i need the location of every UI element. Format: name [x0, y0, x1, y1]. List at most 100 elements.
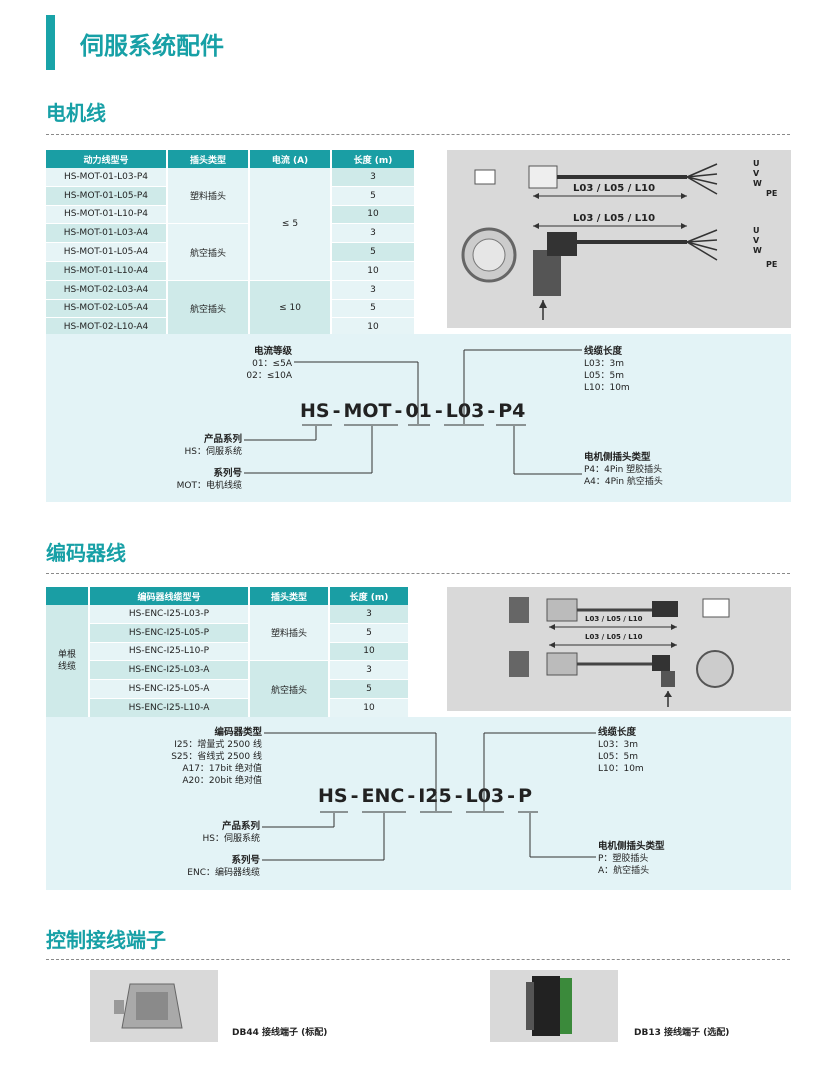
model-cell: HS-MOT-01-L10-A4	[46, 261, 168, 281]
col-header: 长度 (m)	[332, 150, 416, 168]
length-cell: 3	[332, 224, 416, 244]
encoder-type-legend: 编码器类型 I25：增量式 2500 线 S25：省线式 2500 线 A17：…	[152, 727, 262, 787]
legend-item: A20：20bit 绝对值	[182, 776, 262, 786]
legend-title: 编码器类型	[214, 727, 262, 738]
length-label: L03 / L05 / L10	[573, 183, 656, 194]
encoder-cable-drawing	[509, 597, 734, 707]
number-legend: 系列号 ENC：编码器线缆	[150, 855, 260, 879]
code-part: I25	[418, 785, 452, 807]
legend-item: A17：17bit 绝对值	[182, 764, 262, 774]
model-cell: HS-MOT-01-L10-P4	[46, 205, 168, 225]
legend-item: MOT：电机线缆	[176, 481, 242, 491]
model-cell: HS-MOT-01-L05-P4	[46, 186, 168, 206]
length-cell: 5	[332, 243, 416, 262]
legend-title: 电流等级	[253, 346, 292, 357]
section-title-terminal: 控制接线端子	[46, 928, 166, 952]
current-cell: ≤ 5	[250, 168, 332, 281]
col-header: 电流 (A)	[250, 150, 332, 168]
motor-cable-table: 动力线型号 插头类型 电流 (A) 长度 (m) HS-MOT-01-L03-P…	[46, 150, 416, 338]
number-legend: 系列号 MOT：电机线缆	[152, 468, 242, 492]
wire-label-w: W	[753, 246, 762, 255]
length-cell: 3	[332, 168, 416, 187]
motor-code-string: HS-MOT-01-L03-P4	[300, 400, 526, 422]
legend-item: HS：伺服系统	[184, 447, 242, 457]
code-part: P4	[498, 400, 526, 422]
wire-label-v: V	[753, 236, 760, 245]
code-part: HS	[300, 400, 330, 422]
section-divider	[46, 959, 790, 960]
code-part: HS	[318, 785, 348, 807]
series-legend: 产品系列 HS：伺服系统	[170, 821, 260, 845]
model-cell: HS-MOT-02-L05-A4	[46, 299, 168, 319]
length-cell: 5	[330, 680, 410, 699]
plug-cell: 航空插头	[168, 280, 250, 338]
model-cell: HS-ENC-I25-L10-A	[90, 698, 250, 718]
legend-title: 电机侧插头类型	[598, 841, 665, 852]
model-cell: HS-MOT-01-L05-A4	[46, 243, 168, 262]
model-cell: HS-MOT-01-L03-P4	[46, 168, 168, 187]
model-cell: HS-ENC-I25-L05-P	[90, 623, 250, 643]
legend-title: 线缆长度	[598, 727, 637, 738]
length-label: L03 / L05 / L10	[573, 213, 656, 224]
plug-cell: 塑料插头	[250, 605, 330, 662]
callout-lines	[262, 732, 596, 861]
legend-item: ENC：编码器线缆	[187, 868, 260, 878]
encoder-code-string: HS-ENC-I25-L03-P	[318, 785, 532, 807]
db13-connector-icon	[526, 976, 572, 1036]
db13-terminal-image	[490, 970, 618, 1042]
current-cell: ≤ 10	[250, 280, 332, 338]
wire-label-pe: PE	[766, 260, 778, 269]
legend-item: S25：省线式 2500 线	[171, 752, 262, 762]
encoder-cable-table: 编码器线缆型号 插头类型 长度 (m) 单根 线缆 HS-ENC-I25-L03…	[46, 587, 410, 718]
col-header: 编码器线缆型号	[90, 587, 250, 605]
legend-item: L03：3m	[584, 359, 624, 369]
length-cell: 5	[332, 186, 416, 206]
col-header: 插头类型	[168, 150, 250, 168]
plug-legend: 电机侧插头类型 P4：4Pin 塑胶插头 A4：4Pin 航空插头	[584, 452, 663, 488]
section-title-motor: 电机线	[46, 101, 106, 125]
length-cell: 10	[332, 205, 416, 225]
length-cell: 10	[330, 698, 410, 718]
length-cell: 5	[330, 623, 410, 643]
current-legend: 电流等级 01：≤5A 02：≤10A	[202, 346, 292, 382]
col-header: 动力线型号	[46, 150, 168, 168]
db44-connector-icon	[114, 983, 183, 1029]
model-cell: HS-ENC-I25-L10-P	[90, 642, 250, 662]
code-part: L03	[445, 400, 485, 422]
legend-item: P4：4Pin 塑胶插头	[584, 465, 663, 475]
length-cell: 3	[332, 280, 416, 300]
length-label: L03 / L05 / L10	[585, 633, 643, 641]
legend-title: 系列号	[231, 855, 260, 866]
wire-label-pe: PE	[766, 189, 778, 198]
model-cell: HS-ENC-I25-L03-A	[90, 661, 250, 681]
legend-item: A：航空插头	[598, 866, 650, 876]
series-legend: 产品系列 HS：伺服系统	[152, 434, 242, 458]
wire-label-w: W	[753, 179, 762, 188]
legend-item: A4：4Pin 航空插头	[584, 477, 663, 487]
legend-item: L05：5m	[598, 752, 638, 762]
legend-item: L03：3m	[598, 740, 638, 750]
plug-cell: 航空插头	[168, 224, 250, 281]
col-header	[46, 587, 90, 605]
db44-terminal-image	[90, 970, 218, 1042]
cable-type-cell: 单根 线缆	[46, 605, 90, 718]
motor-cable-diagram: L03 / L05 / L10 L03 / L05 / L10 U V W PE…	[447, 150, 791, 328]
legend-item: 02：≤10A	[246, 371, 292, 381]
length-cell: 5	[332, 299, 416, 319]
page-title: 伺服系统配件	[80, 32, 224, 60]
code-part: L03	[465, 785, 505, 807]
legend-item: L05：5m	[584, 371, 624, 381]
section-title-encoder: 编码器线	[46, 541, 126, 565]
col-header: 长度 (m)	[330, 587, 410, 605]
legend-item: 01：≤5A	[252, 359, 292, 369]
model-cell: HS-ENC-I25-L05-A	[90, 680, 250, 699]
motor-cable-drawing	[461, 163, 718, 320]
callout-lines	[244, 349, 582, 475]
legend-title: 产品系列	[221, 821, 260, 832]
title-accent-bar	[46, 15, 55, 70]
legend-item: L10：10m	[584, 383, 630, 393]
length-cell: 10	[332, 261, 416, 281]
plug-cell: 塑料插头	[168, 168, 250, 225]
model-cell: HS-ENC-I25-L03-P	[90, 605, 250, 624]
col-header: 插头类型	[250, 587, 330, 605]
